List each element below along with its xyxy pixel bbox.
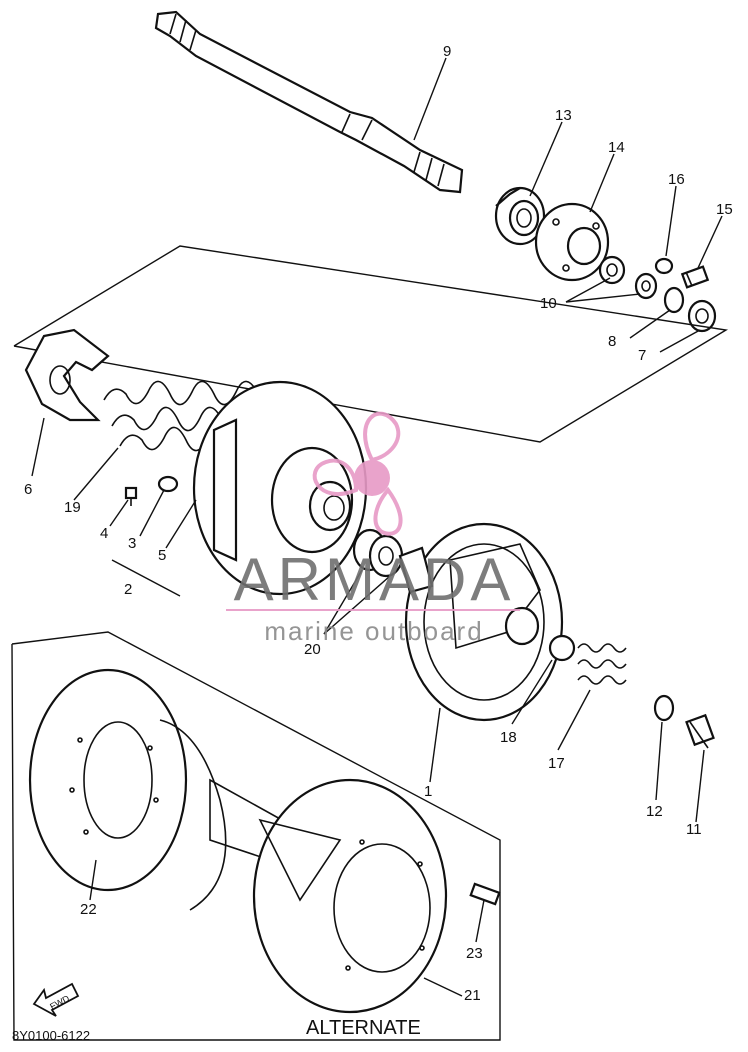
leader-lines: [31, 57, 723, 997]
label-1: 1: [424, 783, 432, 800]
movable-sheave-5: [192, 380, 368, 596]
shaft-9: [154, 10, 464, 194]
label-13: 13: [555, 107, 572, 124]
label-20: 20: [304, 641, 321, 658]
bolt-15: [680, 265, 710, 289]
lock-washer-8: [663, 286, 685, 314]
label-16: 16: [668, 171, 685, 188]
fwd-arrow-icon: FWD: [32, 982, 80, 1017]
label-11: 11: [686, 821, 702, 838]
label-5: 5: [158, 547, 166, 564]
washer-12: [653, 694, 675, 722]
label-17: 17: [548, 755, 565, 772]
label-8: 8: [608, 333, 616, 350]
label-15: 15: [716, 201, 733, 218]
bearing-13: [494, 186, 546, 246]
label-3: 3: [128, 535, 136, 552]
collar-20: [352, 528, 404, 578]
label-19: 19: [64, 499, 81, 516]
alternate-sheave-22: [28, 668, 301, 911]
label-22: 22: [80, 901, 97, 918]
bolt-23: [469, 882, 501, 906]
label-23: 23: [466, 945, 483, 962]
label-14: 14: [608, 139, 625, 156]
label-12: 12: [646, 803, 663, 820]
label-4: 4: [100, 525, 108, 542]
armada-watermark: ARMADA marine outboard: [226, 411, 520, 646]
watermark-brand: ARMADA: [234, 546, 515, 613]
label-10: 10: [540, 295, 557, 312]
propeller-logo-icon: [312, 411, 403, 536]
label-6: 6: [24, 481, 32, 498]
label-21: 21: [464, 987, 481, 1004]
nut-16: [654, 257, 674, 275]
watermark-tagline: marine outboard: [264, 616, 483, 646]
flange-14: [534, 202, 610, 282]
cam-6: [24, 328, 110, 422]
alternate-label: ALTERNATE: [306, 1017, 421, 1039]
label-7: 7: [638, 347, 646, 364]
part-number-labels: 9 13 14 16 15 10 8 7 6 19 4 3 5 2 20 18 …: [24, 43, 733, 1004]
drawing-number: 8Y0100-6122: [12, 1028, 90, 1043]
bolt-11: [685, 713, 715, 749]
label-2: 2: [124, 581, 132, 598]
washer-10a: [598, 255, 626, 285]
screw-4: [124, 486, 138, 506]
slider-18: [548, 634, 576, 662]
slider-3: [157, 475, 179, 493]
washer-7: [687, 299, 717, 333]
washer-10b: [634, 272, 658, 300]
fixed-sheave-1: [398, 522, 564, 722]
label-18: 18: [500, 729, 517, 746]
spring-17: [577, 643, 627, 685]
label-9: 9: [443, 43, 451, 60]
alternate-sheave-21: [252, 778, 448, 1014]
